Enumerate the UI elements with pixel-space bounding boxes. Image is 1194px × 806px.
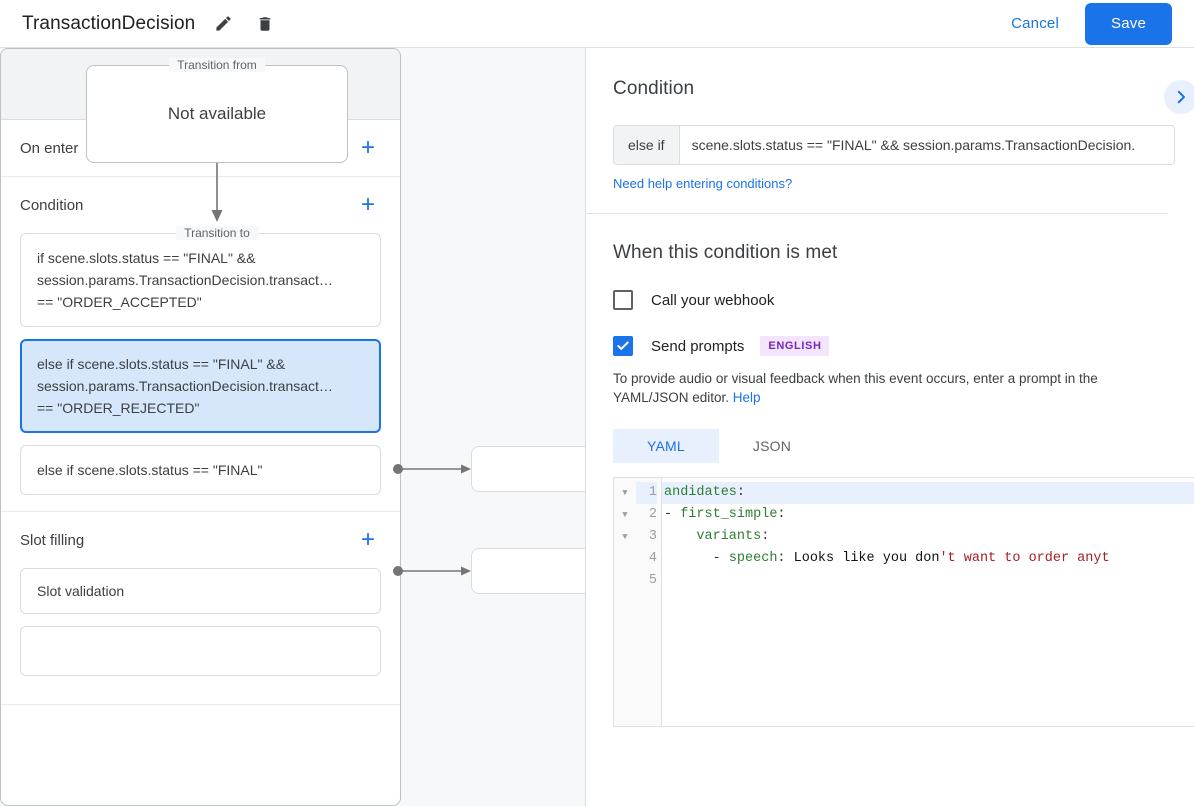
section-slot-filling: Slot filling + Slot validation [1, 512, 400, 705]
page-title: TransactionDecision [22, 12, 196, 34]
add-slot-filling-button[interactable]: + [360, 526, 375, 553]
condition-card-3-line1: else if scene.slots.status == "FINAL" [37, 462, 263, 478]
transition-to-legend: Transition to [176, 226, 258, 240]
delete-trash-icon[interactable] [251, 10, 279, 38]
tab-yaml[interactable]: YAML [613, 429, 719, 463]
condition-input-row[interactable]: else if [613, 125, 1175, 165]
slot-filling-card-2[interactable] [20, 626, 381, 676]
condition-card-1-line1: if scene.slots.status == "FINAL" && [37, 250, 256, 266]
call-webhook-checkbox[interactable] [613, 290, 633, 310]
condition-card-1-line2: session.params.TransactionDecision.trans… [37, 272, 333, 288]
need-help-link[interactable]: Need help entering conditions? [613, 176, 793, 191]
condition-card-2-line1: else if scene.slots.status == "FINAL" && [37, 356, 286, 372]
fold-toggle-icon[interactable]: ▼ [622, 532, 628, 542]
fold-toggle-icon[interactable]: ▼ [622, 510, 628, 520]
section-slot-filling-title: Slot filling [20, 531, 85, 549]
condition-section: Condition else if Need help entering con… [587, 48, 1194, 193]
edit-pencil-icon[interactable] [209, 10, 237, 38]
editor-fold-gutter[interactable]: ▼ ▼ ▼ [614, 478, 636, 726]
section-on-enter: On enter + [1, 120, 400, 177]
condition-card-1-line3: == "ORDER_ACCEPTED" [37, 294, 202, 310]
condition-card-3[interactable]: else if scene.slots.status == "FINAL" [20, 445, 381, 495]
editor-line-number: 5 [648, 573, 657, 588]
app-bar: TransactionDecision Cancel Save [0, 0, 1194, 48]
when-condition-met-section: When this condition is met Call your web… [587, 242, 1194, 463]
transition-from-node[interactable]: Transition from Not available [86, 58, 348, 163]
condition-panel-title: Condition [613, 78, 695, 99]
editor-line-number: 3 [648, 529, 657, 544]
yaml-editor[interactable]: ▼ ▼ ▼ 1 2 3 4 5 andidates: - first_simple: vari… [613, 477, 1194, 727]
transition-target-node-2[interactable] [471, 548, 585, 594]
editor-code-line[interactable]: andidates: [662, 482, 1194, 504]
when-condition-met-title: When this condition is met [613, 242, 838, 263]
webhook-row[interactable]: Call your webhook [613, 290, 1168, 310]
section-on-enter-title: On enter [20, 139, 79, 157]
condition-card-1[interactable]: if scene.slots.status == "FINAL" && sess… [20, 233, 381, 327]
editor-line-number: 2 [648, 507, 657, 522]
call-webhook-label: Call your webhook [651, 291, 775, 309]
section-condition-header: Condition + [20, 177, 381, 233]
section-on-enter-header: On enter + [20, 120, 381, 176]
prompts-help-text-body: To provide audio or visual feedback when… [613, 371, 1098, 405]
editor-code-line[interactable]: variants: [696, 529, 770, 544]
cancel-button[interactable]: Cancel [995, 6, 1075, 41]
transition-from-value: Not available [167, 104, 267, 123]
editor-format-tabs: YAML JSON [613, 429, 1168, 463]
send-prompts-checkbox[interactable] [613, 336, 633, 356]
prompts-help-text: To provide audio or visual feedback when… [613, 369, 1168, 407]
editor-code-line[interactable]: - speech: Looks like you don't want to o… [664, 551, 1110, 566]
panel-divider [587, 213, 1168, 214]
condition-header: Condition [613, 48, 1168, 100]
add-condition-button[interactable]: + [360, 191, 375, 218]
condition-card-2-line2: session.params.TransactionDecision.trans… [37, 378, 333, 394]
editor-line-number: 4 [648, 551, 657, 566]
slot-validation-card[interactable]: Slot validation [20, 568, 381, 614]
transition-target-node-1[interactable] [471, 446, 585, 492]
send-prompts-row[interactable]: Send prompts ENGLISH [613, 336, 1168, 356]
section-condition-title: Condition [20, 196, 84, 214]
condition-expression-input[interactable] [679, 126, 1174, 164]
condition-card-2-line3: == "ORDER_REJECTED" [37, 400, 200, 416]
condition-prefix-label: else if [614, 126, 680, 164]
section-condition: Condition + if scene.slots.status == "FI… [1, 177, 400, 512]
editor-code-line[interactable]: - first_simple: [664, 507, 786, 522]
save-button[interactable]: Save [1085, 2, 1172, 45]
editor-line-number-gutter: 1 2 3 4 5 [636, 478, 662, 726]
fold-toggle-icon[interactable]: ▼ [622, 488, 628, 498]
editor-code-line[interactable] [662, 570, 1194, 592]
transition-from-legend: Transition from [169, 58, 265, 72]
send-prompts-label: Send prompts [651, 337, 745, 355]
section-slot-filling-header: Slot filling + [20, 512, 381, 568]
add-on-enter-button[interactable]: + [360, 134, 375, 161]
editor-code-area[interactable]: andidates: - first_simple: variants: - sp… [662, 478, 1194, 726]
flow-canvas[interactable]: Transition from Not available Transition… [0, 48, 586, 806]
condition-card-2[interactable]: else if scene.slots.status == "FINAL" &&… [20, 339, 381, 433]
detail-panel: Condition else if Need help entering con… [587, 48, 1194, 806]
tab-json[interactable]: JSON [752, 438, 792, 454]
chevron-right-icon[interactable] [1164, 80, 1194, 114]
language-badge: ENGLISH [760, 336, 830, 356]
prompts-help-link[interactable]: Help [732, 390, 761, 405]
editor-line-number: 1 [636, 482, 657, 504]
